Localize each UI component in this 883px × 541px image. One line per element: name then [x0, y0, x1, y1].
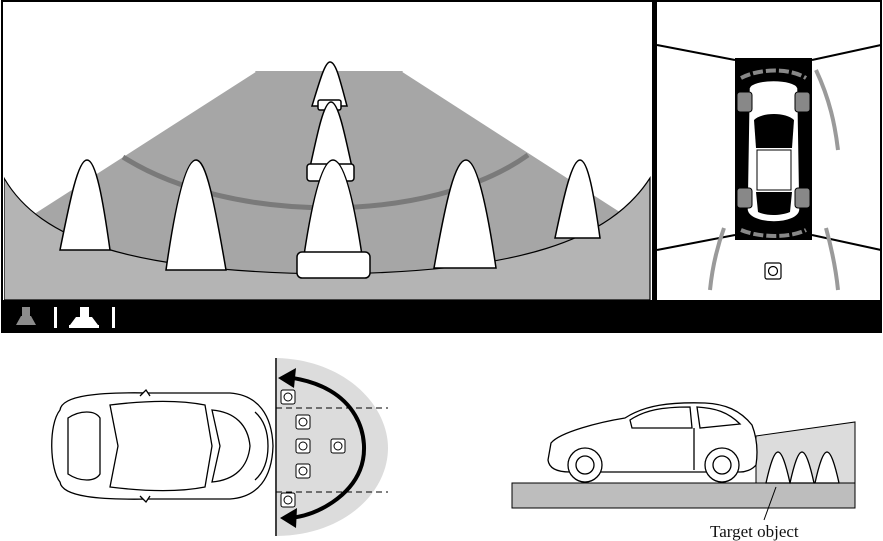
status-separator [54, 307, 57, 328]
ground [512, 483, 855, 508]
square-target-icon [281, 493, 295, 507]
view-divider [652, 2, 657, 300]
vehicle-side-view [548, 403, 757, 482]
square-target-icon [296, 439, 310, 453]
target-object-caption: Target object [710, 522, 799, 541]
square-target-icon [296, 415, 310, 429]
status-bar [3, 300, 880, 331]
monitor-display [2, 1, 881, 332]
front-camera-view-icon[interactable] [12, 304, 40, 328]
status-separator [112, 307, 115, 328]
square-target-icon [765, 263, 781, 279]
square-target-icon [296, 464, 310, 478]
vehicle-top-down [52, 390, 273, 502]
side-view-illustration: Target object [512, 403, 855, 541]
square-target-icon [331, 439, 345, 453]
square-target-icon [281, 390, 295, 404]
top-down-illustration [52, 358, 388, 536]
